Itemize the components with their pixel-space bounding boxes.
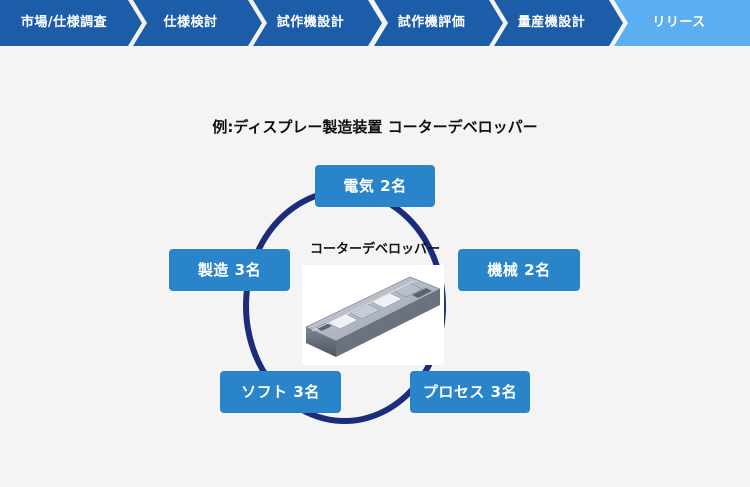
process-chevron-2: [133, 0, 262, 46]
process-chevrons: [0, 0, 750, 46]
center-product-title: コーターデベロッパー: [309, 242, 440, 257]
role-mechanical-box: 機械 2名: [458, 249, 580, 291]
process-step-spec-review: 仕様検討: [163, 15, 218, 30]
process-chevron-5: [494, 0, 623, 46]
role-software-box: ソフト 3名: [220, 371, 341, 413]
example-title: 例:ディスプレー製造装置 コーターデベロッパー: [212, 118, 538, 136]
process-chevron-1: [0, 0, 142, 46]
process-chevron-6: [614, 0, 750, 46]
process-step-mass-production-design: 量産機設計: [517, 15, 586, 30]
process-step-prototype-evaluation: 試作機評価: [397, 15, 466, 30]
role-manufacturing-box: 製造 3名: [169, 249, 290, 291]
process-flow-bar: 市場/仕様調査 仕様検討 試作機設計 試作機評価 量産機設計 リリース: [0, 0, 750, 46]
process-step-release: リリース: [652, 15, 706, 30]
role-process-box: プロセス 3名: [410, 371, 530, 413]
process-chevron-3: [253, 0, 382, 46]
process-chevron-4: [374, 0, 503, 46]
process-step-prototype-design: 試作機設計: [276, 15, 345, 30]
coater-developer-machine-image: [302, 265, 444, 365]
machine-illustration: [305, 276, 441, 357]
role-electric-box: 電気 2名: [315, 165, 435, 207]
process-step-market-research: 市場/仕様調査: [20, 15, 108, 30]
